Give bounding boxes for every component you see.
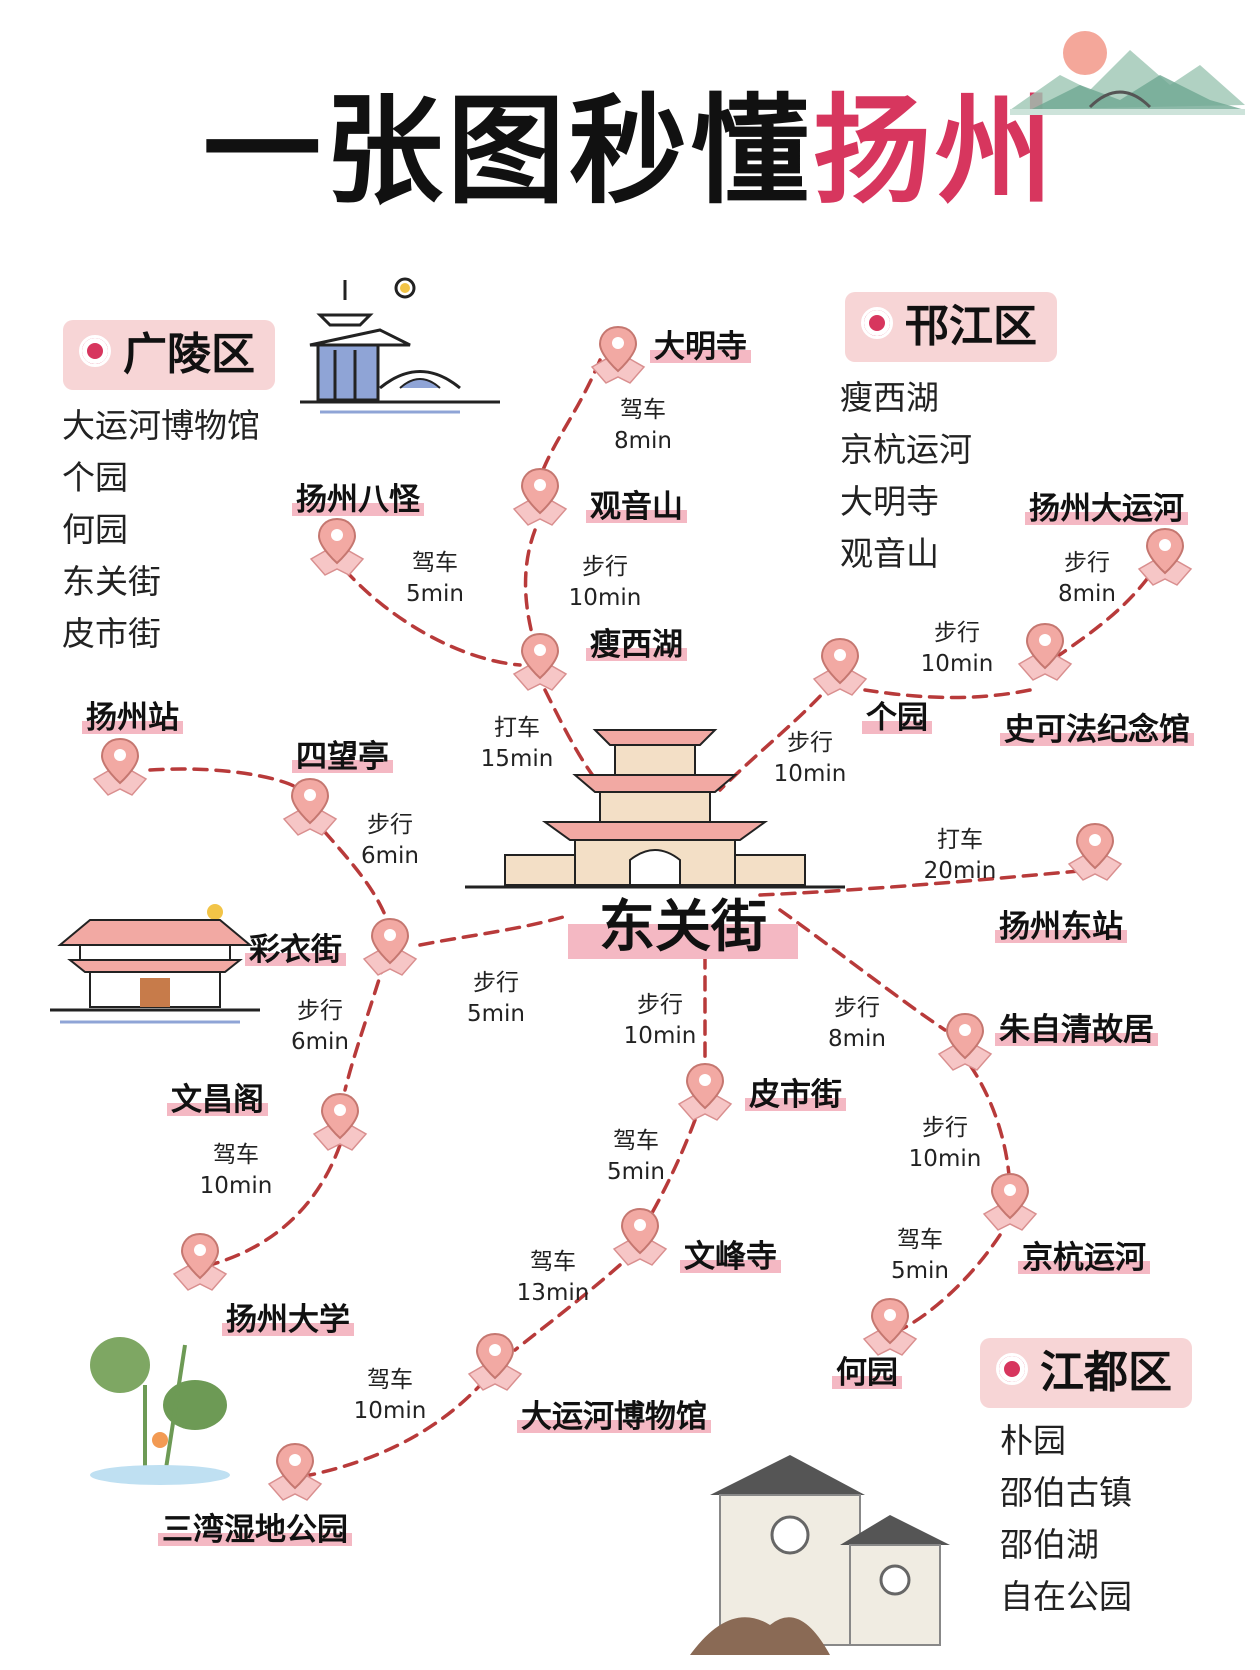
- district-name: 江都区: [1040, 1347, 1172, 1398]
- poi-pishi: 皮市街: [745, 1080, 846, 1111]
- map-pin-icon: [935, 1010, 995, 1074]
- map-pin-icon: [510, 465, 570, 529]
- location-dot-icon: [861, 307, 893, 339]
- poi-siwang: 四望亭: [292, 742, 393, 773]
- map-pin-icon: [810, 635, 870, 699]
- poi-shouxi: 瘦西湖: [586, 630, 687, 661]
- district-hanjiang-list: 瘦西湖 京杭运河 大明寺 观音山: [840, 372, 972, 580]
- list-item: 大明寺: [840, 482, 939, 521]
- poi-wenchang: 文昌阁: [167, 1085, 268, 1116]
- list-item: 何园: [62, 510, 128, 549]
- map-pin-icon: [310, 1090, 370, 1154]
- map-pin-icon: [980, 1170, 1040, 1234]
- district-jiangdu-list: 朴园 邵伯古镇 邵伯湖 自在公园: [1000, 1415, 1132, 1623]
- landscape-icon: [1010, 31, 1245, 115]
- poi-shikefa: 史可法纪念馆: [1000, 715, 1194, 746]
- map-pin-icon: [465, 1330, 525, 1394]
- district-name: 广陵区: [123, 329, 255, 380]
- list-item: 观音山: [840, 534, 939, 573]
- poi-zhuziqing: 朱自清故居: [995, 1015, 1158, 1046]
- map-pin-icon: [265, 1440, 325, 1504]
- poi-wenfeng: 文峰寺: [680, 1242, 781, 1273]
- map-pin-icon: [90, 735, 150, 799]
- district-guangling-list: 大运河博物馆 个园 何园 东关街 皮市街: [62, 400, 260, 660]
- map-pin-icon: [1135, 525, 1195, 589]
- map-pin-icon: [170, 1230, 230, 1294]
- list-item: 大运河博物馆: [62, 406, 260, 445]
- poi-guanyin: 观音山: [586, 492, 687, 523]
- poi-museum: 大运河博物馆: [517, 1402, 711, 1433]
- house-icon: [690, 1455, 950, 1655]
- list-item: 瘦西湖: [840, 378, 939, 417]
- dongguan-gate-icon: [465, 729, 845, 889]
- district-name: 邗江区: [905, 301, 1037, 352]
- list-item: 皮市街: [62, 614, 161, 653]
- poi-dongguanjie-center: 东关街: [568, 895, 798, 959]
- district-jiangdu: 江都区: [980, 1338, 1192, 1408]
- district-guangling: 广陵区: [63, 320, 275, 390]
- list-item: 自在公园: [1000, 1577, 1132, 1616]
- title-main: 一张图秒懂: [202, 81, 813, 220]
- poi-baguai: 扬州八怪: [292, 485, 424, 516]
- poi-station: 扬州站: [82, 703, 183, 734]
- poi-yunhe: 扬州大运河: [1025, 494, 1188, 525]
- list-item: 个园: [62, 458, 128, 497]
- pavilion-icon: [300, 277, 500, 414]
- list-item: 东关街: [62, 562, 161, 601]
- map-pin-icon: [280, 775, 340, 839]
- plant-icon: [90, 1337, 230, 1485]
- map-pin-icon: [675, 1060, 735, 1124]
- map-pin-icon: [588, 323, 648, 387]
- location-dot-icon: [79, 335, 111, 367]
- list-item: 邵伯湖: [1000, 1525, 1099, 1564]
- hall-icon: [50, 904, 260, 1024]
- poi-daming: 大明寺: [650, 332, 751, 363]
- poi-jinghang: 京杭运河: [1018, 1243, 1150, 1274]
- location-dot-icon: [996, 1353, 1028, 1385]
- map-pin-icon: [307, 515, 367, 579]
- map-pin-icon: [860, 1295, 920, 1359]
- list-item: 邵伯古镇: [1000, 1473, 1132, 1512]
- map-pin-icon: [510, 630, 570, 694]
- map-pin-icon: [1065, 820, 1125, 884]
- map-pin-icon: [360, 915, 420, 979]
- poi-heyuan: 何园: [832, 1358, 902, 1389]
- poi-caiyi: 彩衣街: [245, 935, 346, 966]
- poi-yzu: 扬州大学: [222, 1305, 354, 1336]
- poi-geyuan: 个园: [862, 703, 932, 734]
- map-pin-icon: [610, 1205, 670, 1269]
- list-item: 朴园: [1000, 1421, 1066, 1460]
- poi-eaststation: 扬州东站: [995, 912, 1127, 943]
- map-pin-icon: [1015, 620, 1075, 684]
- poi-sanwan: 三湾湿地公园: [158, 1515, 352, 1546]
- list-item: 京杭运河: [840, 430, 972, 469]
- district-hanjiang: 邗江区: [845, 292, 1057, 362]
